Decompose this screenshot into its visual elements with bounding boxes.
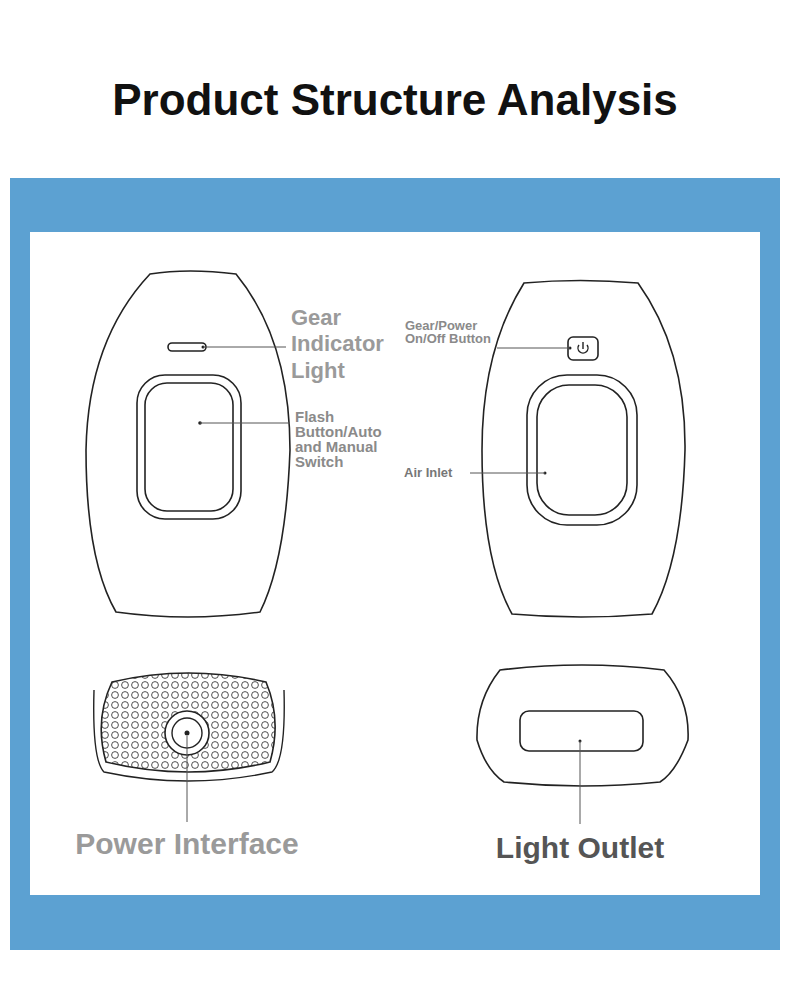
- part-label: Gear/Power On/Off Button: [405, 319, 495, 345]
- device-base: [90, 660, 290, 790]
- power-icon: [578, 342, 588, 353]
- leader-line: [200, 423, 290, 424]
- leader-line: [470, 473, 545, 474]
- white-panel: [30, 232, 760, 895]
- leader-line: [203, 347, 286, 348]
- part-label: Air Inlet: [404, 465, 468, 481]
- leader-line: [187, 736, 188, 822]
- part-label: Flash Button/Auto and Manual Switch: [295, 409, 400, 469]
- page-title: Product Structure Analysis: [0, 72, 790, 128]
- blue-frame: [10, 178, 780, 950]
- part-label: Power Interface: [40, 826, 334, 862]
- leader-line: [497, 348, 570, 349]
- leader-line: [580, 741, 581, 824]
- device-front: [86, 271, 290, 617]
- part-label: Light Outlet: [430, 830, 730, 866]
- part-label: Gear Indicator Light: [291, 305, 421, 384]
- device-back: [482, 281, 685, 618]
- device-top: [477, 665, 688, 786]
